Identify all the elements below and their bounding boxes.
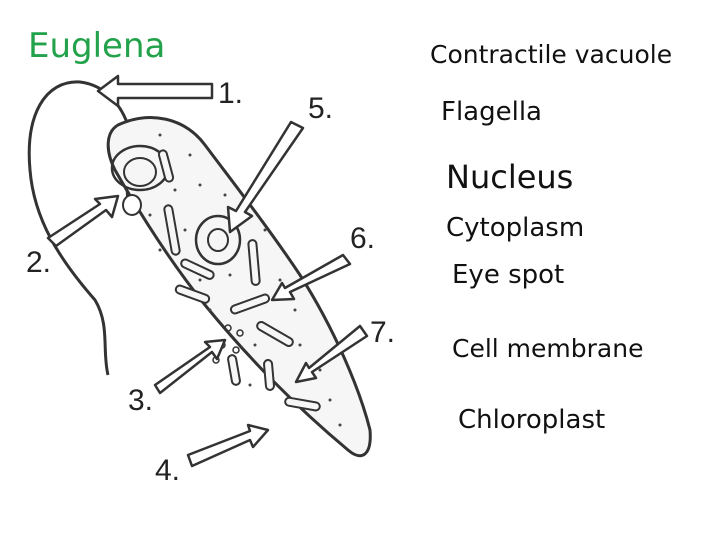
eye-spot-shape [122, 194, 142, 216]
chloroplasts [157, 149, 321, 412]
diagram-title: Euglena [28, 26, 166, 66]
chloroplast [256, 321, 294, 347]
chloroplast [227, 354, 241, 386]
arrow-5 [226, 120, 305, 234]
label-arrows [46, 74, 369, 468]
chloroplast [284, 396, 321, 412]
arrow-3 [153, 338, 227, 395]
label-number-3: 3. [128, 384, 153, 417]
chloroplast [163, 204, 181, 256]
arrow-7 [294, 324, 369, 384]
arrow-6 [270, 253, 352, 302]
reservoir-shape [123, 157, 157, 187]
label-number-6: 6. [350, 222, 375, 255]
label-number-1: 1. [218, 77, 243, 110]
arrow-2 [46, 194, 120, 248]
term-contractile-vacuole: Contractile vacuole [430, 40, 673, 69]
chloroplast [157, 149, 175, 183]
chloroplast [229, 293, 271, 315]
term-chloroplast: Chloroplast [458, 405, 606, 435]
arrow-1 [96, 74, 214, 108]
chloroplast [247, 239, 261, 286]
arrow-4 [186, 423, 270, 468]
chloroplast [174, 284, 211, 304]
cytoplasm-granules [148, 133, 342, 427]
term-flagella: Flagella [441, 97, 542, 127]
chloroplast [180, 258, 215, 280]
label-number-4: 4. [155, 454, 180, 487]
nucleus-shape [194, 214, 242, 266]
nucleolus-shape [207, 228, 229, 252]
term-cell-membrane: Cell membrane [452, 334, 644, 363]
label-number-2: 2. [26, 246, 51, 279]
label-number-5: 5. [308, 92, 333, 125]
term-nucleus: Nucleus [446, 158, 574, 196]
term-cytoplasm: Cytoplasm [446, 213, 585, 243]
term-eye-spot: Eye spot [452, 260, 565, 290]
label-number-7: 7. [370, 316, 395, 349]
chloroplast [263, 359, 275, 391]
flagellum [27, 80, 134, 376]
